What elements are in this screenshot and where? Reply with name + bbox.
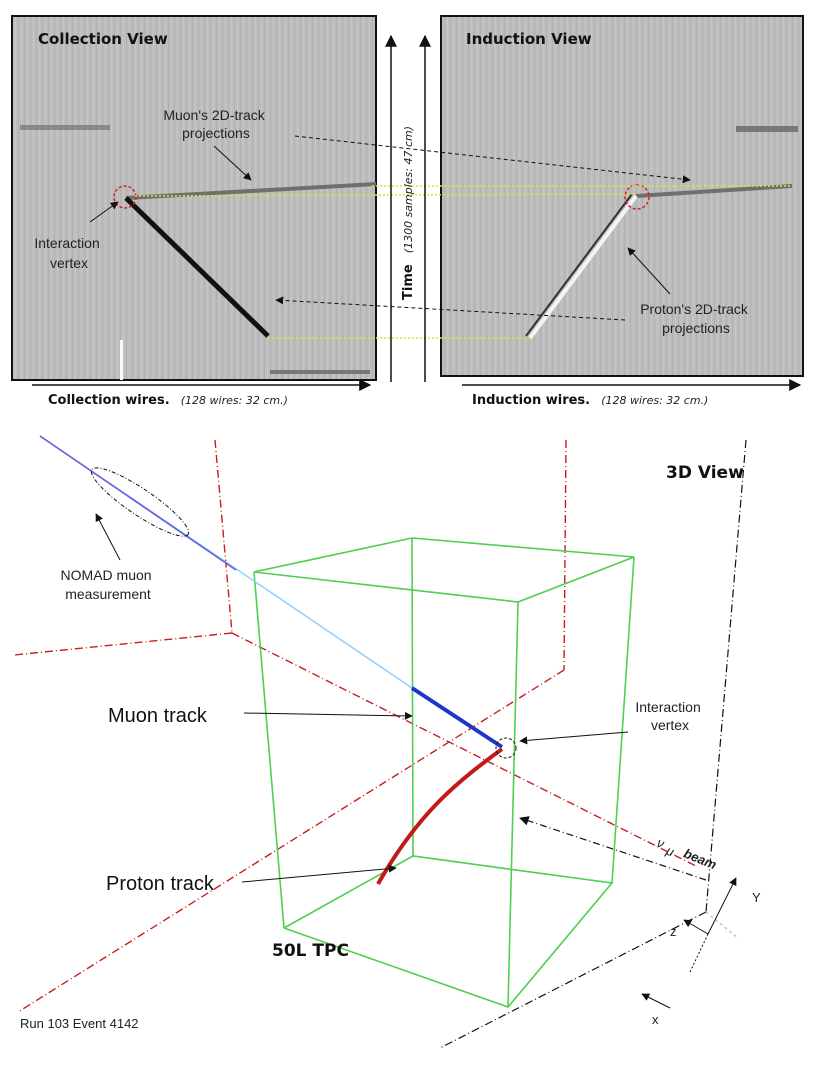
collection-proton-track	[124, 196, 270, 338]
tpc-box	[253, 537, 635, 1008]
proton-track-label: Proton track	[106, 873, 215, 895]
axis-triad	[683, 877, 737, 973]
beam-line	[519, 816, 707, 881]
induction-view-panel	[440, 15, 804, 377]
nomad-note: NOMAD muon measurement	[61, 567, 156, 602]
muon-track-label: Muon track	[108, 705, 208, 727]
run-event-label: Run 103 Event 4142	[20, 1016, 139, 1031]
induction-vertex-marker	[624, 184, 650, 210]
triad-label-y: Y	[752, 890, 761, 905]
projection-guides	[134, 185, 790, 339]
collection-view-panel	[11, 15, 377, 381]
triad-label-x: x	[652, 1012, 659, 1027]
view-3d-title: 3D View	[666, 463, 744, 483]
time-axis-label: Time (1300 samples: 47 cm)	[397, 126, 416, 300]
muon-note-arrow-right	[294, 135, 691, 184]
collection-wires-label: Collection wires. (128 wires: 32 cm.)	[48, 389, 288, 408]
induction-muon-track	[635, 184, 793, 198]
proton-track-arrow	[241, 864, 397, 883]
nomad-muon-segment	[39, 435, 237, 571]
vertex-note-3d: Interaction vertex	[635, 699, 704, 733]
vertex-note-3d-arrow	[519, 731, 629, 745]
vertex-marker-3d	[495, 737, 517, 759]
proton-note-arrow-left	[275, 296, 626, 321]
induction-wires-label: Induction wires. (128 wires: 32 cm.)	[472, 389, 708, 408]
induction-proton-track	[528, 194, 638, 340]
proton-projection-note: Proton's 2D-track projections	[640, 301, 752, 336]
collection-vertex-marker	[113, 185, 137, 209]
proton-note-arrow-right	[627, 247, 671, 295]
triad-label-z: z	[670, 924, 677, 939]
nomad-note-arrow	[95, 513, 121, 561]
induction-view-title: Induction View	[466, 30, 592, 48]
proton-track-3d	[376, 747, 504, 885]
vertex-note-2d: Interaction vertex	[34, 235, 103, 271]
beam-label: ν μ beam	[653, 832, 720, 877]
tpc-label: 50L TPC	[272, 941, 349, 961]
nomad-measurement-ellipse	[90, 467, 190, 537]
muon-track-3d	[410, 686, 504, 749]
collection-view-title: Collection View	[38, 30, 168, 48]
vertex-note-arrow	[89, 201, 119, 223]
muon-track-arrow	[243, 711, 413, 720]
muon-note-arrow-left	[213, 145, 252, 181]
reference-frame	[439, 439, 747, 1049]
muon-projection-note: Muon's 2D-track projections	[163, 107, 268, 141]
